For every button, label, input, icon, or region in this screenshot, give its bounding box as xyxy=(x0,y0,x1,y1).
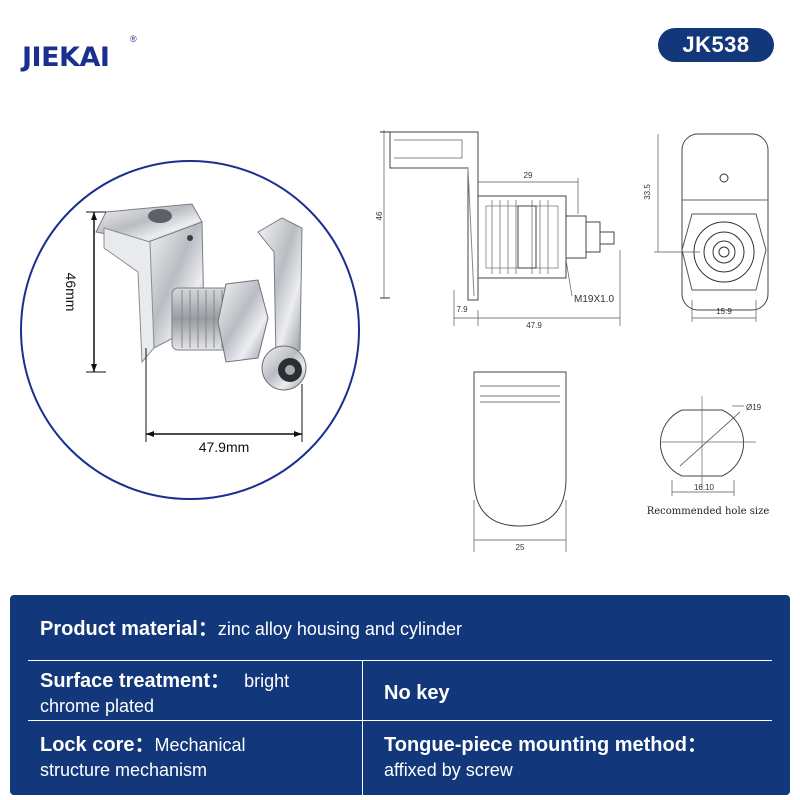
bottom-view xyxy=(473,371,567,552)
surface-label: Surface treatment： xyxy=(40,670,231,692)
dim-offset: 7.9 xyxy=(456,305,468,314)
core-value-2: structure mechanism xyxy=(40,760,208,780)
dim-side-height: 46 xyxy=(375,211,384,220)
dim-bottom-width: 25 xyxy=(516,543,525,552)
surface-value-2: chrome plated xyxy=(40,696,155,716)
side-view xyxy=(380,130,621,326)
key-label: No key xyxy=(384,682,450,704)
surface-value-1: bright xyxy=(244,671,290,691)
logo-text: JIEKAI xyxy=(22,42,110,73)
hole-view xyxy=(659,396,756,496)
mount-cell: Tongue-piece mounting method： affixed by… xyxy=(384,733,707,783)
mount-label: Tongue-piece mounting method： xyxy=(384,734,707,756)
brand-logo: JIEKAI ® xyxy=(12,20,140,73)
material-value: zinc alloy housing and cylinder xyxy=(217,619,462,639)
dim-front-height: 33.5 xyxy=(643,184,652,200)
dim-side-29: 29 xyxy=(524,171,533,180)
dim-total-length: 47.9 xyxy=(526,321,542,330)
product-image: 46mm 47.9mm xyxy=(63,203,307,455)
core-label: Lock core： xyxy=(40,734,155,756)
dim-thread: M19X1.0 xyxy=(574,294,614,305)
model-badge: JK538 xyxy=(658,28,774,62)
product-photo: 46mm 47.9mm xyxy=(20,160,360,500)
dim-hole-flat: 16.10 xyxy=(694,483,715,492)
core-value-1: Mechanical xyxy=(154,735,246,755)
dim-front-width: 15.9 xyxy=(716,307,732,316)
core-cell: Lock core：Mechanical structure mechanism xyxy=(40,733,360,783)
mount-value: affixed by screw xyxy=(384,760,513,780)
spec-row-surface: Surface treatment： bright chrome plated N… xyxy=(28,661,772,721)
key-cell: No key xyxy=(384,681,450,706)
surface-cell: Surface treatment： bright chrome plated xyxy=(40,669,360,719)
technical-drawing: 46 29 M19X1.0 7.9 47.9 33.5 15.9 25 Ø19 … xyxy=(375,130,770,552)
front-view xyxy=(654,133,769,322)
hole-caption: Recommended hole size xyxy=(647,506,770,517)
spec-panel: Product material：zinc alloy housing and … xyxy=(10,595,790,795)
spec-divider xyxy=(362,661,363,795)
registered-mark: ® xyxy=(130,34,137,44)
material-label: Product material： xyxy=(40,618,218,640)
spec-row-core: Lock core：Mechanical structure mechanism… xyxy=(28,721,772,795)
spec-row-material: Product material：zinc alloy housing and … xyxy=(28,595,772,661)
photo-height-label: 46mm xyxy=(63,273,79,312)
photo-width-label: 47.9mm xyxy=(199,439,250,455)
dim-hole-diameter: Ø19 xyxy=(746,403,762,412)
material-cell: Product material：zinc alloy housing and … xyxy=(40,617,462,642)
